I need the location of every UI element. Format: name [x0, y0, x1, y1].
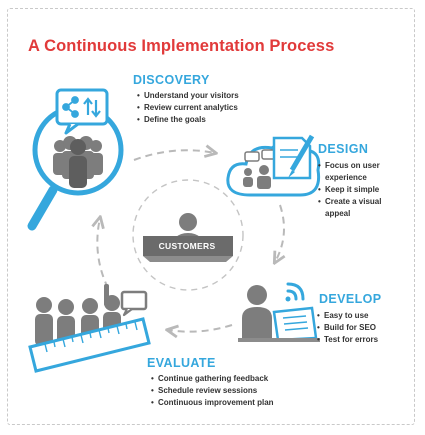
design-list: Focus on user experience Keep it simple … — [318, 160, 398, 220]
develop-heading: DEVELOP — [319, 292, 382, 306]
magnifier-handle — [27, 185, 58, 231]
list-item: Schedule review sessions — [151, 385, 331, 397]
document-icon — [272, 136, 312, 180]
pencil-icon — [288, 134, 315, 178]
evaluate-heading: EVALUATE — [147, 356, 216, 370]
ruler-icon — [28, 317, 151, 373]
discovery-heading: DISCOVERY — [133, 73, 210, 87]
list-item: Test for errors — [317, 334, 407, 346]
arrow-design-to-develop — [275, 204, 284, 262]
arrow-discovery-to-design — [133, 150, 215, 161]
customer-icon — [143, 213, 233, 262]
crowd-icon — [53, 136, 103, 188]
share-icon — [62, 96, 79, 118]
diagram-title: A Continuous Implementation Process — [28, 37, 335, 55]
hub-label: CUSTOMERS — [158, 241, 216, 251]
list-item: Continuous improvement plan — [151, 397, 331, 409]
arrow-evaluate-to-discovery — [97, 218, 109, 289]
list-item: Focus on user experience — [318, 160, 398, 184]
evaluate-icon-group — [28, 284, 151, 373]
discovery-icon-group — [27, 88, 124, 231]
list-item: Understand your visitors — [137, 90, 287, 102]
evaluate-list: Continue gathering feedback Schedule rev… — [151, 373, 331, 409]
wifi-icon — [285, 282, 305, 302]
list-item: Build for SEO — [317, 322, 407, 334]
develop-icon-group — [238, 282, 320, 342]
list-item: Review current analytics — [137, 102, 287, 114]
cycle-arrows — [97, 150, 284, 331]
transfer-icon — [83, 97, 101, 118]
list-item: Keep it simple — [318, 184, 398, 196]
design-icon-group — [226, 134, 321, 197]
list-item: Continue gathering feedback — [151, 373, 331, 385]
dashed-frame — [7, 8, 415, 425]
list-item: Easy to use — [317, 310, 407, 322]
list-item: Create a visual appeal — [318, 196, 398, 220]
speech-bubble-icon — [120, 290, 148, 311]
hub-ring — [132, 179, 244, 291]
list-item: Define the goals — [137, 114, 287, 126]
develop-list: Easy to use Build for SEO Test for error… — [317, 310, 407, 346]
design-heading: DESIGN — [318, 142, 369, 156]
arrow-develop-to-evaluate — [168, 324, 233, 332]
person-laptop-icon — [238, 306, 320, 342]
discovery-list: Understand your visitors Review current … — [137, 90, 287, 126]
